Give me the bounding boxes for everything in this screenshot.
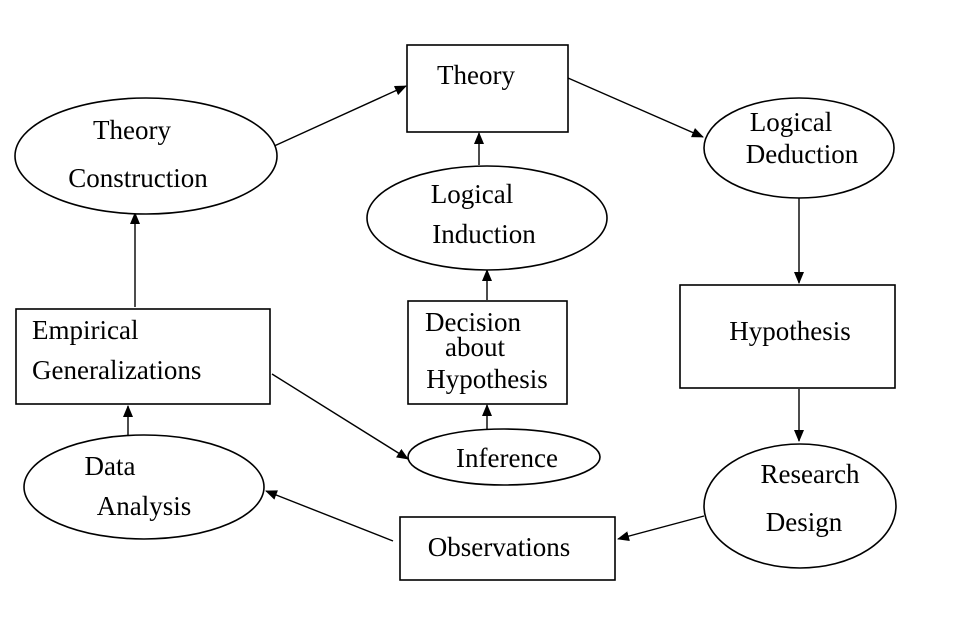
- node-theory-construction-label-line-2: Construction: [68, 163, 208, 193]
- node-decision-about-hypothesis: Decision about Hypothesis: [407, 300, 568, 405]
- node-empirical-generalizations: Empirical Generalizations: [15, 308, 271, 405]
- node-theory-box: [406, 44, 569, 133]
- edge-observations-to-data-analysis: [265, 490, 394, 542]
- node-theory: Theory: [406, 44, 569, 133]
- node-data-analysis-label-line-1: Data: [85, 451, 136, 481]
- node-data-analysis: Data Analysis: [23, 434, 265, 540]
- edge-theory-construction-to-theory: [271, 85, 407, 148]
- node-logical-induction-ellipse: [366, 165, 608, 271]
- node-theory-construction-ellipse: [14, 97, 278, 215]
- node-theory-construction-label-line-1: Theory: [93, 115, 171, 145]
- node-hypothesis-box: [679, 284, 896, 389]
- node-empirical-generalizations-label-line-2: Generalizations: [32, 355, 201, 385]
- node-hypothesis: Hypothesis: [679, 284, 896, 389]
- node-logical-deduction-label-line-1: Logical: [750, 107, 832, 137]
- node-logical-deduction-label-line-2: Deduction: [746, 139, 859, 169]
- node-empirical-generalizations-box: [15, 308, 271, 405]
- node-inference: Inference: [407, 428, 601, 486]
- node-observations: Observations: [399, 516, 616, 581]
- node-decision-about-hypothesis-box: [407, 300, 568, 405]
- node-research-design-label-line-1: Research: [761, 459, 860, 489]
- node-theory-label: Theory: [437, 60, 515, 90]
- node-logical-induction: Logical Induction: [366, 165, 608, 271]
- node-research-design-label-line-2: Design: [766, 507, 843, 537]
- node-logical-induction-label-line-2: Induction: [432, 219, 536, 249]
- node-logical-induction-label-line-1: Logical: [431, 179, 513, 209]
- node-research-design: Research Design: [703, 443, 897, 569]
- node-decision-label-line-2: about: [445, 332, 505, 362]
- node-research-design-ellipse: [703, 443, 897, 569]
- node-empirical-generalizations-label-line-1: Empirical: [32, 315, 138, 345]
- edge-theory-to-logical-deduction: [567, 77, 704, 138]
- node-data-analysis-ellipse: [23, 434, 265, 540]
- node-hypothesis-label: Hypothesis: [729, 316, 851, 346]
- node-observations-label: Observations: [428, 532, 570, 562]
- node-theory-construction: Theory Construction: [14, 97, 278, 215]
- node-logical-deduction: Logical Deduction: [703, 97, 895, 199]
- node-inference-label: Inference: [456, 443, 558, 473]
- edge-research-design-to-observations: [617, 515, 705, 541]
- node-inference-ellipse: [407, 428, 601, 486]
- edge-empirical-generalizations-to-inference: [271, 373, 409, 460]
- node-decision-label-line-3: Hypothesis: [426, 364, 548, 394]
- node-logical-deduction-ellipse: [703, 97, 895, 199]
- node-data-analysis-label-line-2: Analysis: [97, 491, 192, 521]
- node-observations-box: [399, 516, 616, 581]
- node-decision-label-line-1: Decision: [425, 307, 521, 337]
